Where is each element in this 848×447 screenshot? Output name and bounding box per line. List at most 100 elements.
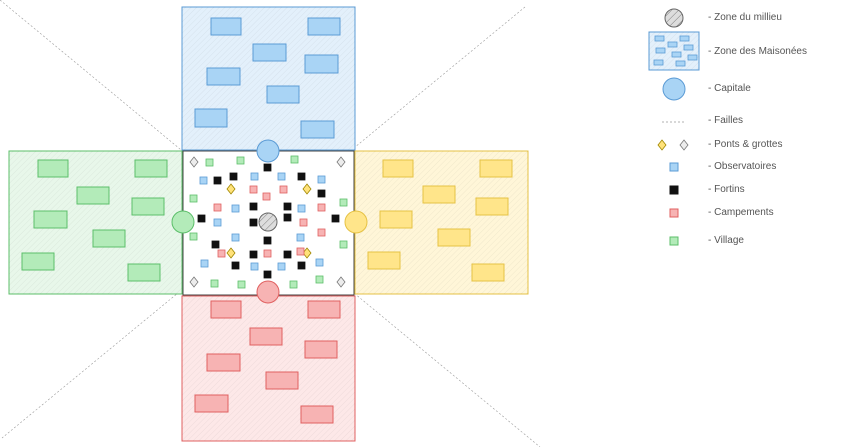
camp xyxy=(262,192,271,201)
bridge-gray xyxy=(336,156,346,168)
house xyxy=(379,210,413,229)
house xyxy=(252,43,287,62)
legend-label: - Observatoires xyxy=(708,161,777,172)
observatory xyxy=(250,262,259,271)
bridge-gray xyxy=(336,276,346,288)
house xyxy=(21,252,55,271)
fort xyxy=(263,163,272,172)
legend-label: - Village xyxy=(708,235,744,246)
camp xyxy=(249,185,258,194)
house xyxy=(76,186,110,205)
capital-north xyxy=(256,139,280,163)
house xyxy=(266,85,300,104)
house xyxy=(127,263,161,282)
village xyxy=(210,279,219,288)
fort xyxy=(297,172,306,181)
legend-forts: - Fortins xyxy=(640,178,848,202)
bridges xyxy=(189,156,346,288)
observatory xyxy=(277,262,286,271)
houses-north xyxy=(194,17,341,139)
house xyxy=(265,371,299,390)
fort xyxy=(197,214,206,223)
village xyxy=(290,155,299,164)
house xyxy=(33,210,68,229)
observatory xyxy=(315,258,324,267)
camp xyxy=(279,185,288,194)
fort xyxy=(249,202,258,211)
observatory xyxy=(231,233,240,242)
legend-label: - Zone du millieu xyxy=(708,12,782,23)
house xyxy=(471,263,505,282)
fort xyxy=(283,202,292,211)
observatory xyxy=(199,176,208,185)
house xyxy=(304,340,338,359)
fort xyxy=(317,189,326,198)
legend-bridges: - Ponts & grottes xyxy=(640,133,848,157)
village xyxy=(189,194,198,203)
fault-icon xyxy=(662,121,686,123)
fault-line xyxy=(1,6,526,439)
bridge-icon xyxy=(657,139,689,151)
house xyxy=(300,405,334,424)
legend-label: - Campements xyxy=(708,207,774,218)
fort xyxy=(263,236,272,245)
house xyxy=(194,108,228,128)
houses-south xyxy=(194,300,341,424)
house xyxy=(92,229,126,248)
camp xyxy=(296,247,305,256)
house xyxy=(367,251,401,270)
house xyxy=(37,159,69,178)
observatory-icon xyxy=(669,162,679,172)
legend-village: - Village xyxy=(640,229,848,253)
houses-zone-icon xyxy=(648,31,700,71)
fort xyxy=(231,261,240,270)
village xyxy=(289,280,298,289)
house xyxy=(307,300,341,319)
house xyxy=(300,120,335,139)
fault-line xyxy=(0,0,541,447)
bridge-yellow xyxy=(226,183,236,195)
house xyxy=(475,197,509,216)
camp xyxy=(299,218,308,227)
legend-faults: - Failles xyxy=(640,110,848,134)
houses-west xyxy=(21,159,168,282)
house xyxy=(307,17,341,36)
house xyxy=(249,327,283,346)
legend: - Zone du millieu - Zone des Maisonées -… xyxy=(640,0,848,447)
fault-lines xyxy=(0,0,541,447)
house xyxy=(304,54,339,74)
house xyxy=(206,67,241,86)
house xyxy=(437,228,471,247)
legend-camps: - Campements xyxy=(640,201,848,225)
fort xyxy=(213,176,222,185)
capital-west xyxy=(171,210,195,234)
fort xyxy=(229,172,238,181)
capitals xyxy=(171,139,368,304)
observatory xyxy=(277,172,286,181)
camp xyxy=(213,203,222,212)
legend-label: - Fortins xyxy=(708,184,745,195)
camp xyxy=(217,249,226,258)
house xyxy=(382,159,414,178)
observatory xyxy=(213,218,222,227)
camp-icon xyxy=(669,208,679,218)
house xyxy=(194,394,229,413)
camp xyxy=(263,249,272,258)
center-markers xyxy=(189,155,348,289)
legend-observatories: - Observatoires xyxy=(640,155,848,179)
fort xyxy=(263,270,272,279)
village xyxy=(237,280,246,289)
observatory xyxy=(317,175,326,184)
village xyxy=(339,198,348,207)
map-diagram xyxy=(0,0,541,447)
fort xyxy=(283,250,292,259)
legend-label: - Failles xyxy=(708,115,744,126)
capital-south xyxy=(256,280,280,304)
camp xyxy=(317,203,326,212)
fort xyxy=(331,214,340,223)
house xyxy=(134,159,168,178)
capital-east xyxy=(344,210,368,234)
village xyxy=(315,275,324,284)
legend-label: - Capitale xyxy=(708,83,751,94)
bridge-gray xyxy=(189,156,199,168)
